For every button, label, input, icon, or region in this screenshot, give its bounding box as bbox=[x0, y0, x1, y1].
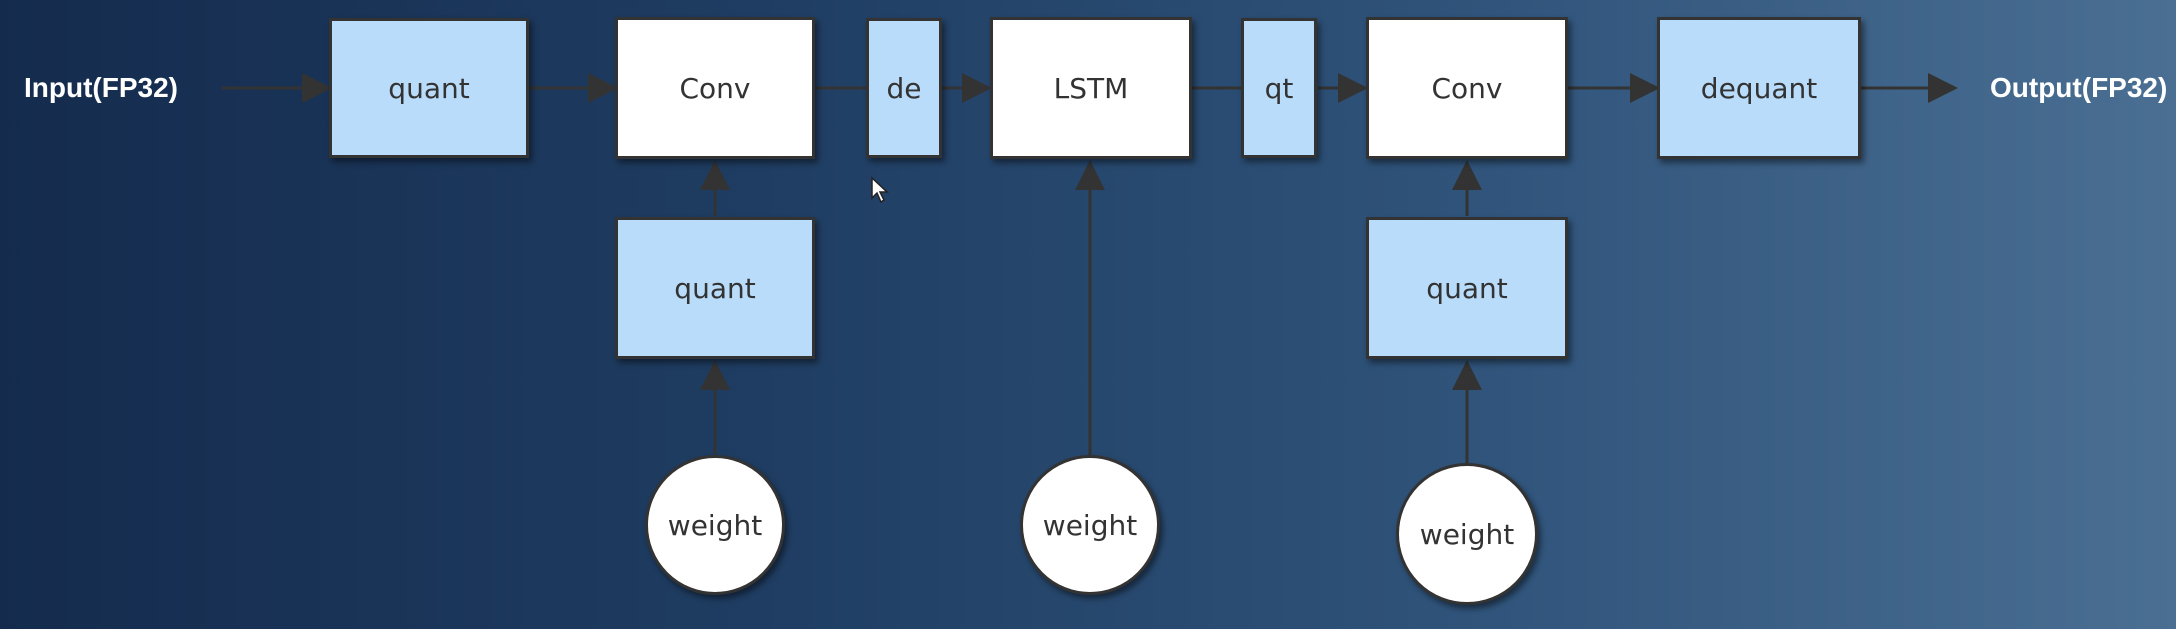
lstm-node: LSTM bbox=[990, 17, 1192, 159]
dequant-node: dequant bbox=[1657, 17, 1861, 159]
conv1-node: Conv bbox=[615, 17, 815, 159]
weight2-node: weight bbox=[1020, 455, 1160, 595]
weight3-node: weight bbox=[1396, 463, 1538, 605]
quant-weight2-node: quant bbox=[1366, 217, 1568, 359]
output-label: Output(FP32) bbox=[1990, 72, 2168, 103]
conv2-node: Conv bbox=[1366, 17, 1568, 159]
quant-weight1-node: quant bbox=[615, 217, 815, 359]
quant-input-node: quant bbox=[329, 18, 529, 158]
mouse-cursor-icon bbox=[871, 176, 889, 204]
input-label: Input(FP32) bbox=[24, 72, 178, 103]
de-node: de bbox=[866, 18, 942, 158]
qt-node: qt bbox=[1241, 18, 1317, 158]
weight1-node: weight bbox=[645, 455, 785, 595]
